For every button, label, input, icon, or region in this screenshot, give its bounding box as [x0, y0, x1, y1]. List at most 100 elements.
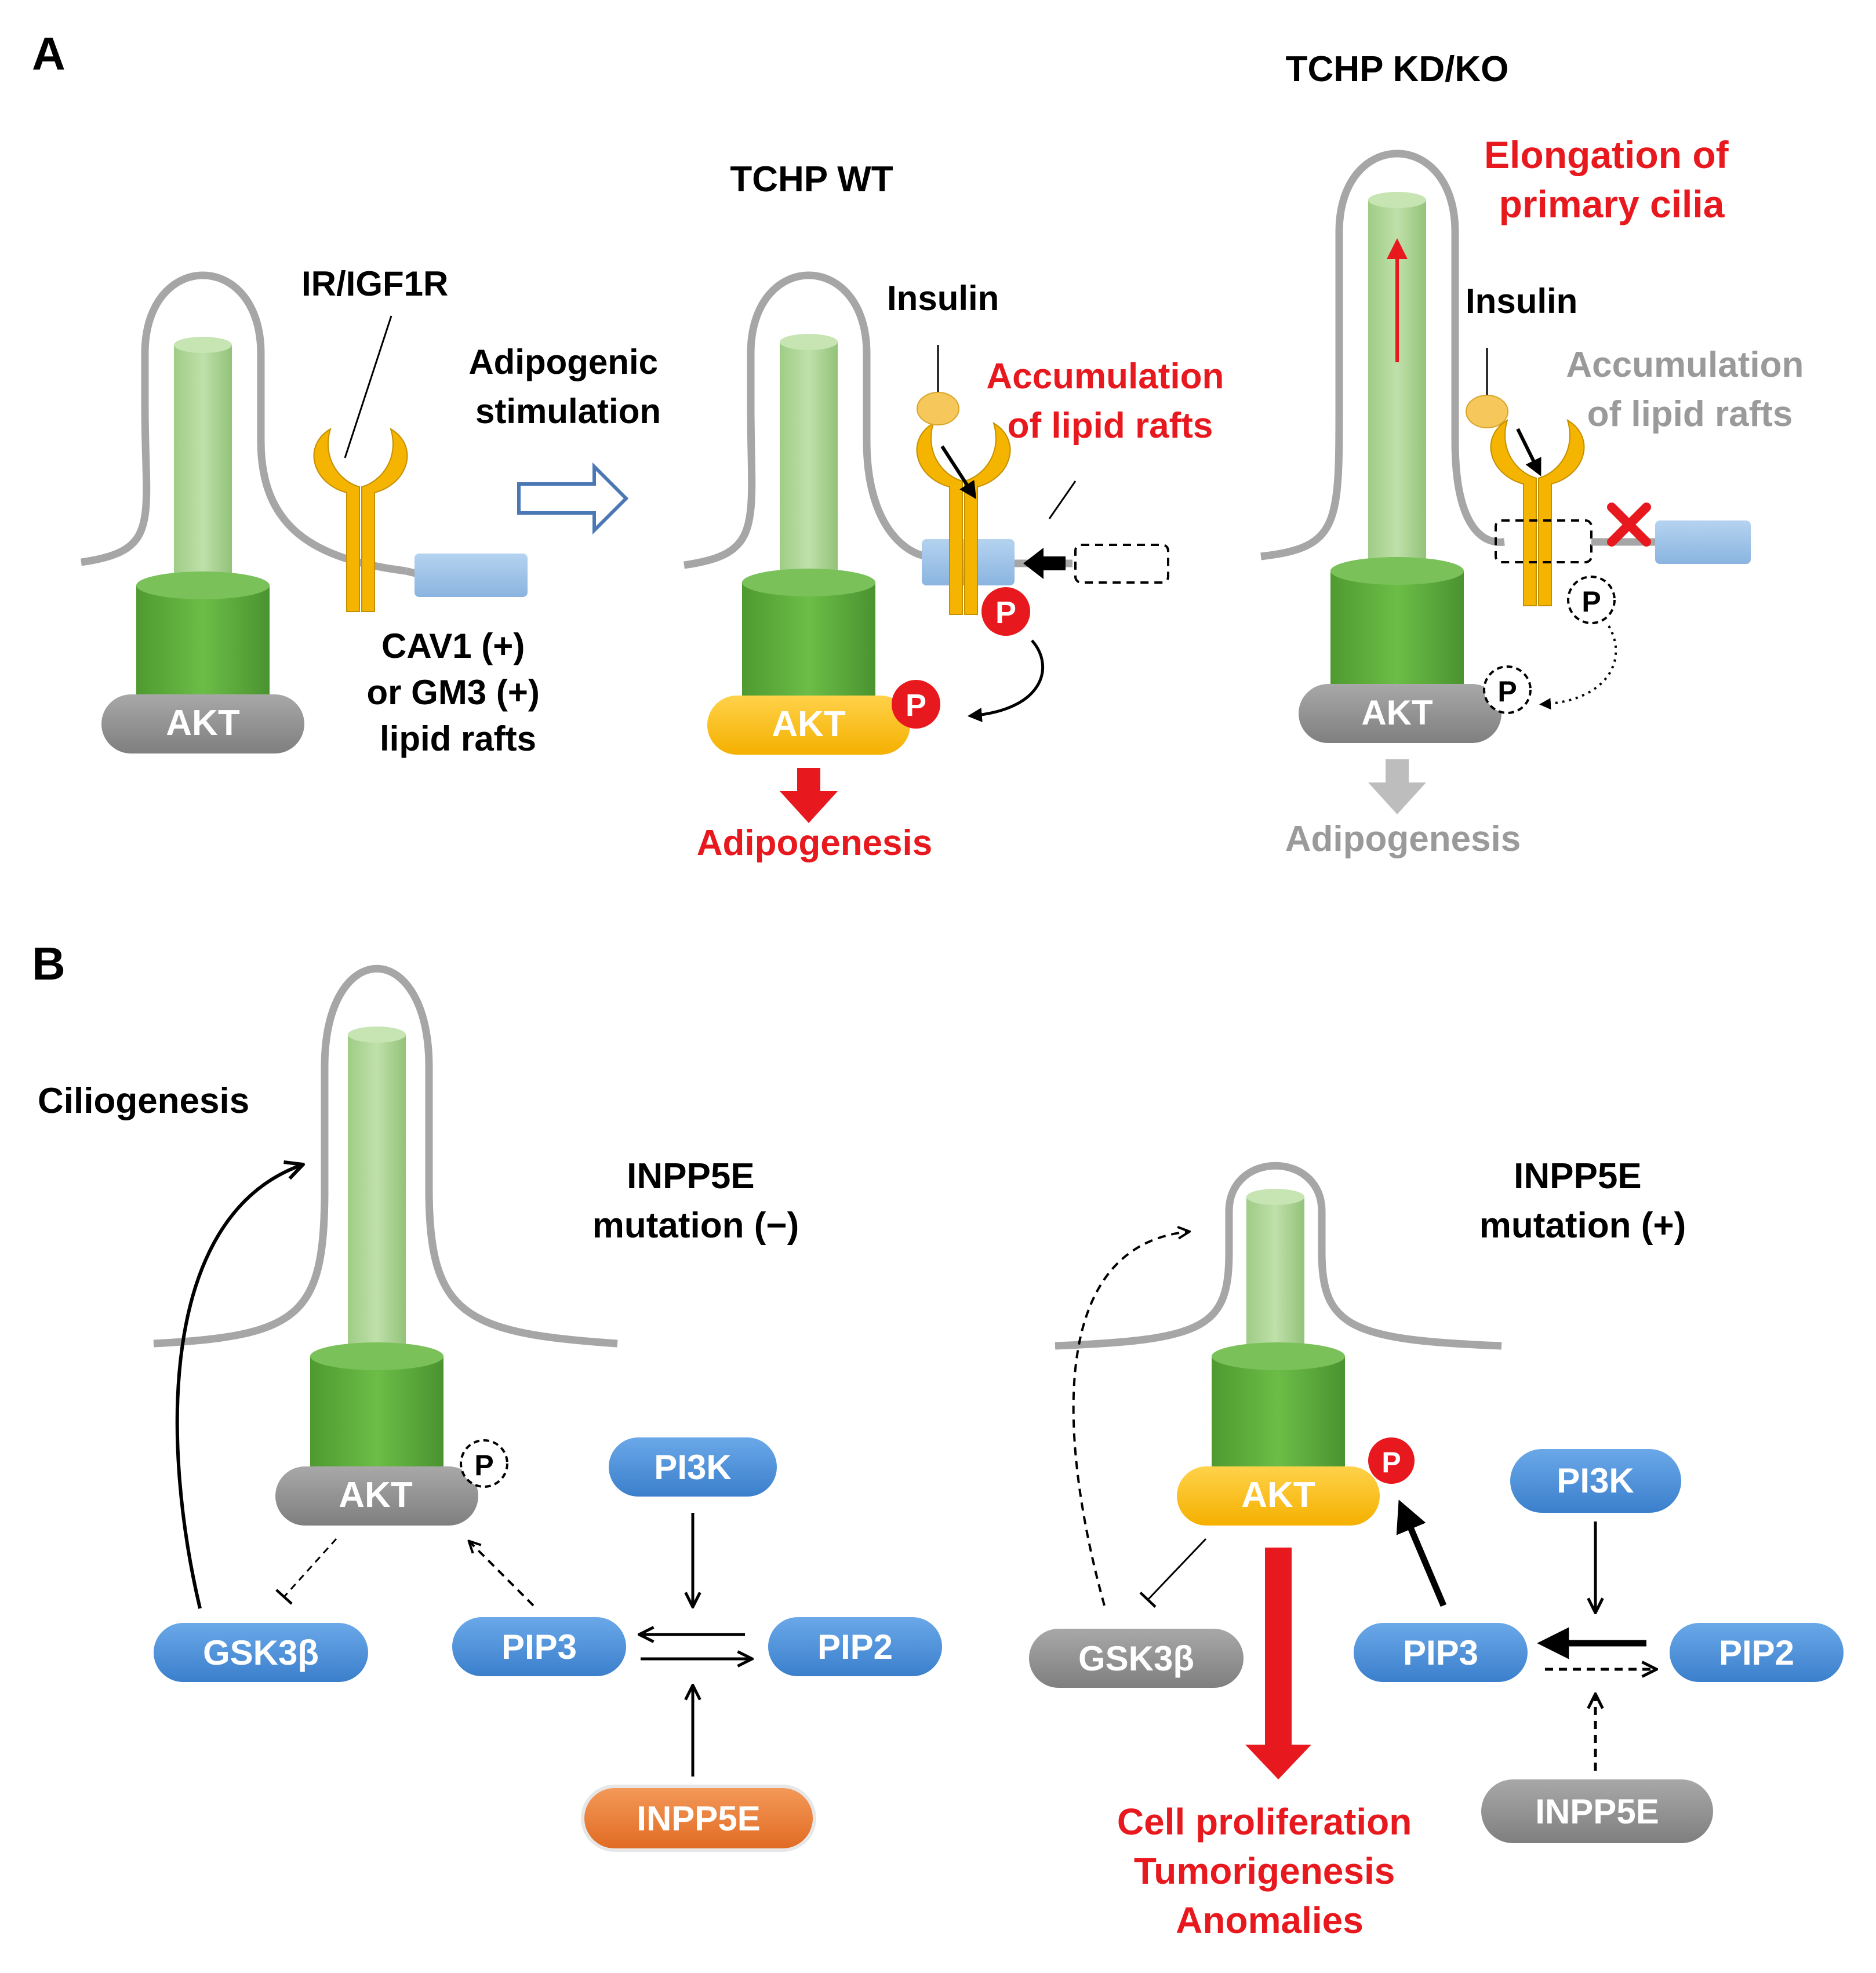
- phospho-badge: [892, 680, 940, 729]
- gsk3b-pill-inactive: [1029, 1629, 1244, 1688]
- inpp5e-pill-inactive: [1481, 1779, 1713, 1843]
- pip3-label: PIP3: [1403, 1633, 1478, 1672]
- basal-body: [1212, 1356, 1345, 1475]
- receptor-callout: [344, 315, 392, 458]
- akt-pill: [275, 1466, 478, 1526]
- pip2-label: PIP2: [1719, 1633, 1794, 1672]
- akt-pill: [1299, 684, 1501, 743]
- panel-a-label: A: [32, 28, 66, 79]
- gsk3b-pill: [154, 1623, 368, 1682]
- outcome-label: Cell proliferation Tumorigenesis Anomali…: [1117, 1801, 1422, 1941]
- axoneme: [174, 345, 232, 594]
- akt-label: AKT: [166, 703, 240, 743]
- pi3k-label: PI3K: [654, 1448, 731, 1487]
- raft-callout: [1048, 480, 1077, 519]
- adipogenesis-arrow-gray: [1368, 759, 1426, 814]
- receptor-irigf1r: [1490, 418, 1585, 606]
- akt-label: AKT: [772, 704, 846, 744]
- phospho-badge: [981, 587, 1030, 636]
- adipogenesis-arrow-red: [780, 768, 838, 823]
- akt-active-pill: [707, 696, 910, 755]
- receptor-irigf1r: [916, 421, 1011, 615]
- pi3k-pill: [609, 1437, 777, 1497]
- phospho-label: P: [995, 595, 1016, 630]
- insulin-label: Insulin: [1466, 282, 1577, 321]
- cilium-wt: [683, 271, 929, 701]
- adipogenesis-label: Adipogenesis: [697, 823, 933, 863]
- basal-body: [1330, 571, 1464, 690]
- receptor-label: IR/IGF1R: [301, 264, 448, 303]
- pip3-pill: [452, 1617, 626, 1676]
- inpp5e-pill: [581, 1785, 816, 1852]
- inpp5e-label: INPP5E: [1535, 1792, 1659, 1831]
- akt-label: AKT: [1241, 1475, 1315, 1515]
- insulin-molecule: [917, 392, 959, 425]
- pi3k-label: PI3K: [1557, 1461, 1634, 1500]
- insulin-binding-arrow: [940, 445, 977, 500]
- panel-b-label: B: [32, 938, 66, 989]
- phospho-label: P: [1497, 675, 1517, 708]
- gsk3b-label: GSK3β: [1078, 1639, 1194, 1678]
- accumulation-label: Accumulation of lipid rafts: [986, 356, 1234, 446]
- pi3k-pill: [1510, 1449, 1681, 1513]
- stimulus-label: Adipogenic stimulation: [468, 343, 667, 431]
- phospho-badge-dashed: [460, 1439, 508, 1488]
- pip2-pill: [1670, 1623, 1844, 1682]
- pip2-label: PIP2: [817, 1628, 893, 1666]
- cilium-left-a: [81, 271, 406, 704]
- phospho-label: P: [1581, 585, 1601, 618]
- lipid-raft: [1655, 520, 1751, 564]
- accumulation-label-gray: Accumulation of lipid rafts: [1566, 345, 1813, 434]
- axoneme: [348, 1035, 406, 1371]
- pip3-akt-dashed-arrow: [470, 1542, 535, 1607]
- akt-gsk3b-dashed-inhibition: [275, 1538, 337, 1605]
- stimulation-arrow: [517, 462, 629, 535]
- pip2-pill: [768, 1617, 942, 1676]
- inpp5e-label: INPP5E: [637, 1799, 760, 1838]
- wt-title: TCHP WT: [730, 159, 893, 199]
- basal-body: [136, 585, 270, 704]
- raft-move-arrow: [1023, 548, 1066, 579]
- axoneme-short: [1246, 1197, 1304, 1371]
- ciliogenesis-label: Ciliogenesis: [38, 1081, 249, 1121]
- pip3-pill: [1354, 1623, 1528, 1682]
- phospho-badge-dashed: [1483, 665, 1532, 714]
- akt-gsk3b-inhibition: [1139, 1538, 1207, 1608]
- axoneme: [780, 342, 838, 591]
- akt-label: AKT: [339, 1475, 413, 1515]
- insulin-molecule: [1466, 395, 1508, 428]
- phospho-label: P: [1381, 1446, 1401, 1479]
- elongation-label: Elongation of primary cilia: [1484, 133, 1739, 225]
- blocked-cross-icon: [1607, 503, 1651, 547]
- phospho-label: P: [906, 688, 926, 723]
- phospho-transfer-arrow: [967, 639, 1045, 722]
- cilium-ko: [1260, 150, 1505, 690]
- raft-label: CAV1 (+) or GM3 (+) lipid rafts: [366, 627, 549, 758]
- pip3-label: PIP3: [501, 1628, 577, 1666]
- condition-label: INPP5E mutation (+): [1479, 1156, 1686, 1246]
- phospho-badge: [1368, 1437, 1415, 1484]
- phospho-label: P: [474, 1449, 493, 1481]
- phospho-badge-dashed: [1567, 576, 1616, 624]
- adipogenesis-label-gray: Adipogenesis: [1285, 819, 1521, 859]
- dashed-raft-origin: [1074, 544, 1169, 584]
- basal-body: [310, 1356, 443, 1475]
- phospho-transfer-dotted: [1539, 625, 1617, 710]
- cilium-b-left: [153, 964, 618, 1475]
- insulin-binding-arrow: [1516, 428, 1541, 476]
- basal-body: [742, 583, 875, 701]
- insulin-label: Insulin: [887, 279, 999, 318]
- receptor-irigf1r: [313, 427, 408, 612]
- cilium-b-right: [1055, 1162, 1502, 1475]
- gsk3b-label: GSK3β: [203, 1633, 319, 1672]
- akt-active-pill: [1177, 1466, 1380, 1526]
- condition-label: INPP5E mutation (−): [592, 1156, 799, 1246]
- pip3-akt-bold-arrow: [1396, 1499, 1447, 1607]
- akt-pill: [101, 694, 304, 753]
- ciliogenesis-arrow: [175, 1165, 301, 1609]
- proliferation-arrow-red: [1245, 1548, 1311, 1779]
- akt-label: AKT: [1361, 693, 1433, 732]
- ciliogenesis-dashed-arrow: [1072, 1232, 1188, 1606]
- dashed-raft-missing: [1495, 519, 1593, 563]
